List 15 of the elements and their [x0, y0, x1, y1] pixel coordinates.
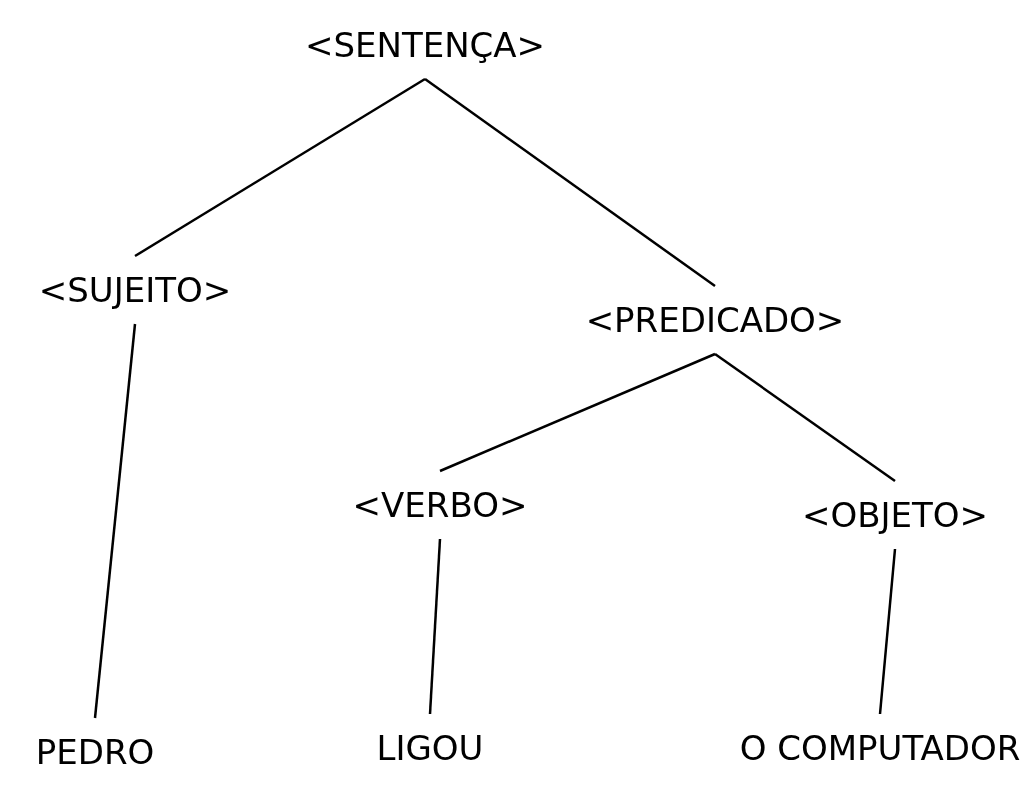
tree-node-label: PEDRO	[27, 726, 163, 778]
tree-node-label: <SENTENÇA>	[296, 19, 554, 71]
tree-node-label: O COMPUTADOR	[731, 722, 1025, 774]
tree-branch-line	[424, 78, 716, 287]
tree-node-label: <SUJEITO>	[30, 264, 240, 316]
tree-node-label: <PREDICADO>	[577, 294, 853, 346]
tree-branch-line	[439, 352, 716, 473]
tree-branch-line	[134, 77, 426, 258]
tree-branch-line	[878, 548, 897, 715]
tree-node-label: <VERBO>	[344, 479, 536, 531]
tree-node-label: LIGOU	[368, 722, 492, 774]
tree-branch-line	[93, 323, 137, 719]
tree-node-label: <OBJETO>	[793, 489, 997, 541]
tree-branch-line	[428, 538, 442, 715]
tree-branch-line	[714, 352, 896, 483]
